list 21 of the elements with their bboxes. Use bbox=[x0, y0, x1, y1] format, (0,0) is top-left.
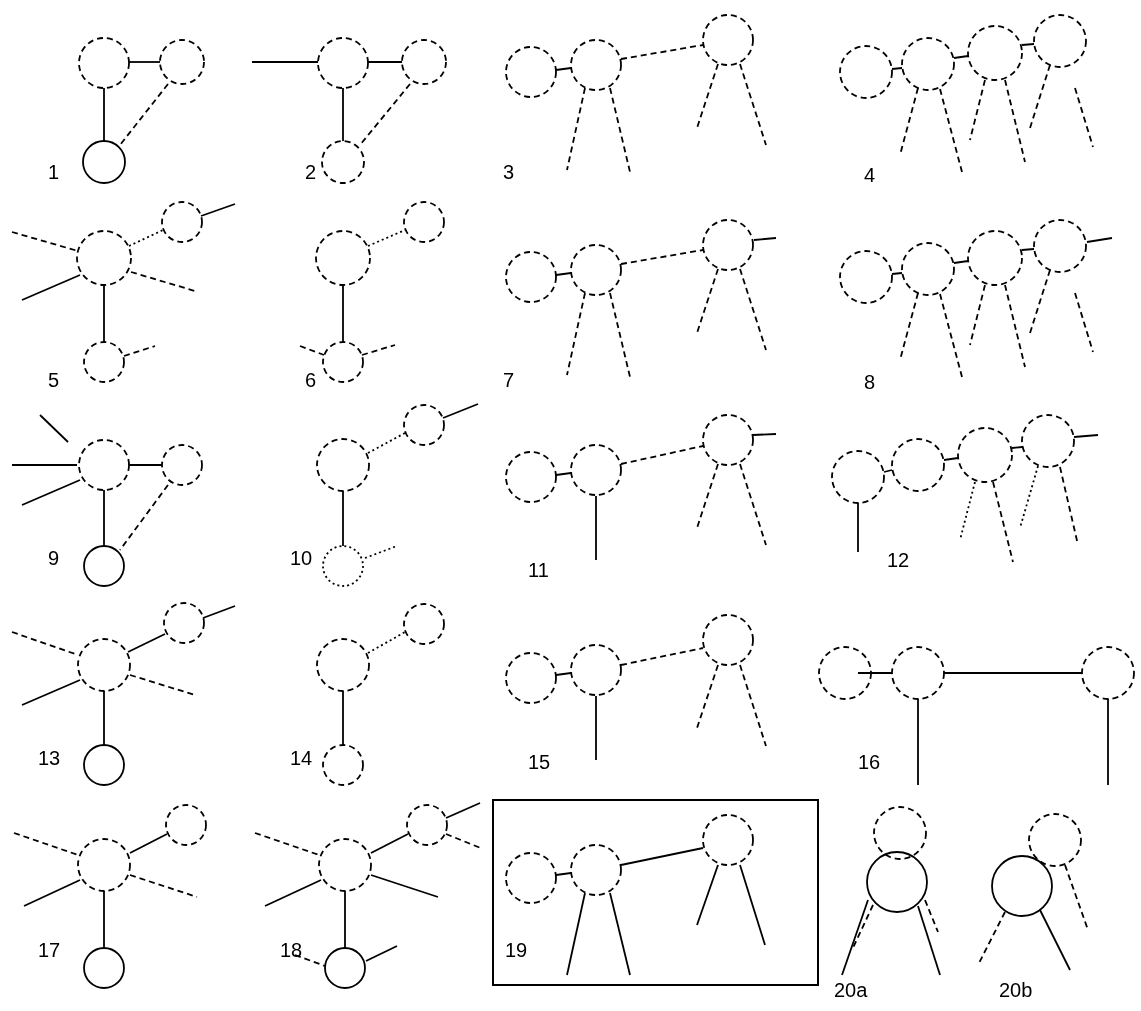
figure-number: 9 bbox=[48, 548, 60, 568]
figure-number: 17 bbox=[38, 940, 61, 960]
figure-number: 20b bbox=[999, 980, 1033, 1000]
figure-number: 13 bbox=[38, 748, 61, 768]
figure-number: 8 bbox=[864, 372, 876, 392]
figure-number: 11 bbox=[528, 560, 549, 580]
figure-number: 19 bbox=[505, 940, 528, 960]
figure-number: 3 bbox=[503, 162, 515, 182]
figure-number: 18 bbox=[280, 940, 303, 960]
figure-number: 15 bbox=[528, 752, 551, 772]
figure-number: 14 bbox=[290, 748, 313, 768]
figure-number: 4 bbox=[864, 165, 876, 185]
figure-number: 1 bbox=[48, 162, 60, 182]
figure-number: 6 bbox=[305, 370, 317, 390]
figure-number: 10 bbox=[290, 548, 313, 568]
figure-number: 20a bbox=[834, 980, 868, 1000]
figure-number: 16 bbox=[858, 752, 881, 772]
figure-number: 12 bbox=[887, 550, 910, 570]
figure-number: 2 bbox=[305, 162, 317, 182]
figure-number: 5 bbox=[48, 370, 60, 390]
figure-number: 7 bbox=[503, 370, 515, 390]
